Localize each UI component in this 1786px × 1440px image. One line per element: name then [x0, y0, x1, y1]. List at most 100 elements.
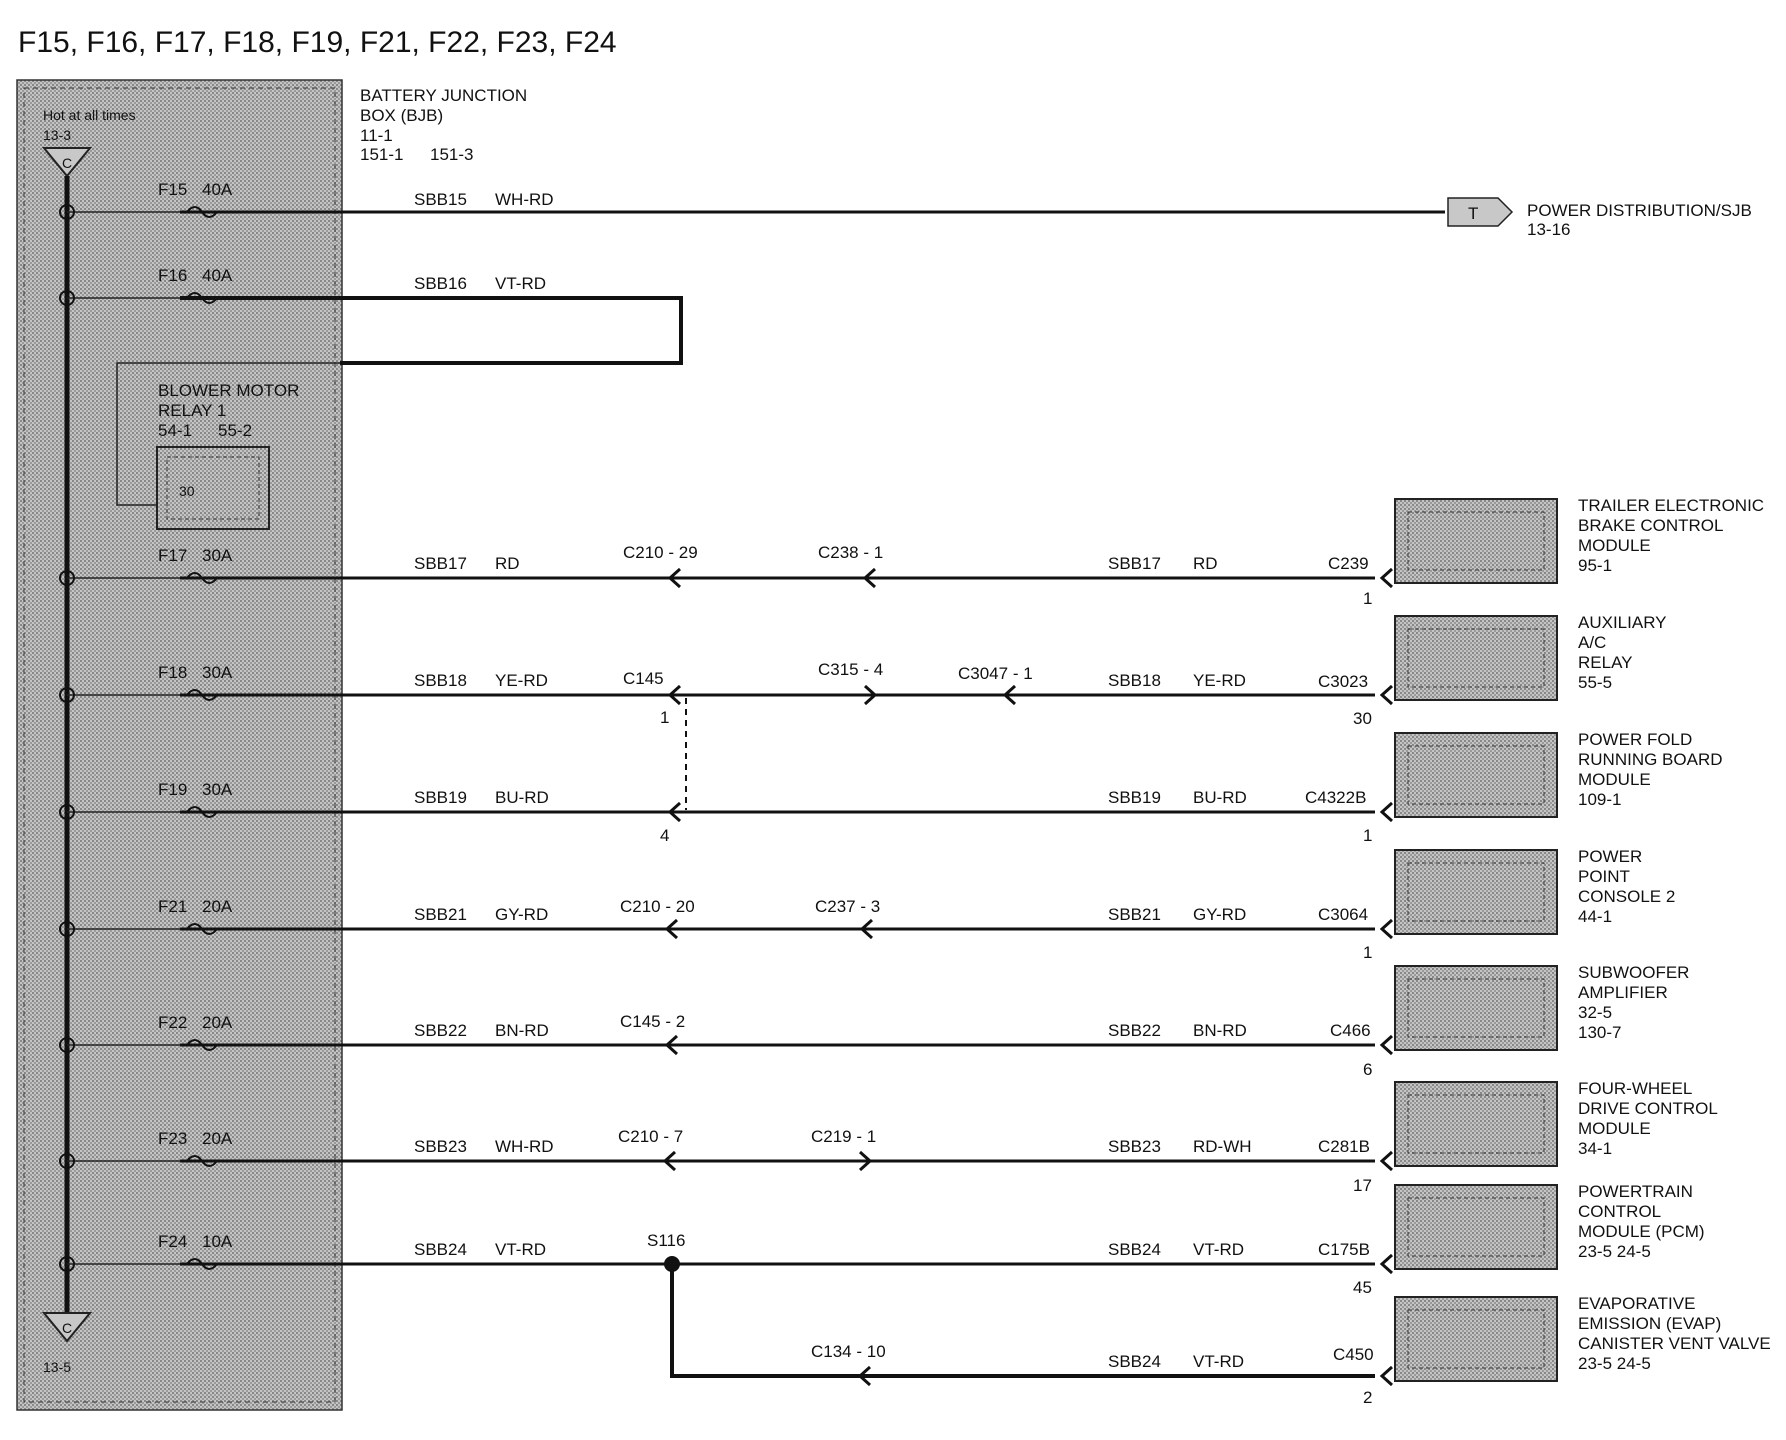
module-box-inner [1407, 978, 1545, 1038]
power-distribution-letter: T [1468, 204, 1478, 223]
bjb-label-line1: BATTERY JUNCTION [360, 86, 527, 105]
module-box-inner [1407, 1094, 1545, 1154]
bus-tap-icon [59, 570, 75, 586]
module-label-line: FOUR-WHEEL [1578, 1079, 1692, 1098]
connector-c3023-pin: 30 [1353, 709, 1372, 728]
wire-sbb19-color: BU-RD [495, 788, 549, 807]
module-label-line: RELAY [1578, 653, 1633, 672]
connector-c134-10: C134 - 10 [811, 1342, 886, 1361]
fuse-label-f23: F23 [158, 1129, 187, 1148]
wire-sbb21-color: GY-RD [495, 905, 548, 924]
module-label-line: TRAILER ELECTRONIC [1578, 496, 1764, 515]
fuse-label-f19: F19 [158, 780, 187, 799]
wire-sbb16-circuit: SBB16 [414, 274, 467, 293]
connector-c145-pin4: 4 [660, 826, 669, 845]
relay-housing-outline [116, 362, 340, 506]
top-connector-icon [41, 147, 93, 178]
module-box [1394, 1184, 1558, 1270]
connector-c3064-pin: 1 [1363, 943, 1372, 962]
bottom-connector-icon [41, 1312, 93, 1343]
wire-sbb24-branch-circuit: SBB24 [1108, 1352, 1161, 1371]
fuse-rating-f19: 30A [202, 780, 233, 799]
power-distribution-ref: 13-16 [1527, 220, 1570, 239]
module-connector-chevron [1379, 1253, 1394, 1275]
inline-connector-chevron [664, 918, 679, 940]
wire-sbb17-circuit: SBB17 [414, 554, 467, 573]
battery-junction-box [16, 79, 343, 1411]
fuse-rating-f21: 20A [202, 897, 233, 916]
module-box [1394, 498, 1558, 584]
connector-c281b: C281B [1318, 1137, 1370, 1156]
blower-motor-relay [156, 446, 270, 530]
module-label-line: 34-1 [1578, 1139, 1612, 1158]
fuse-label-f15: F15 [158, 180, 187, 199]
connector-c466-pin: 6 [1363, 1060, 1372, 1079]
relay-ref-a: 54-1 [158, 421, 192, 440]
bjb-inner-border [23, 87, 336, 1403]
wire-sbb18-color: YE-RD [495, 671, 548, 690]
module-box-inner [1407, 745, 1545, 805]
module-box [1394, 965, 1558, 1051]
connector-c450-pin: 2 [1363, 1388, 1372, 1407]
module-label-line: POWER [1578, 847, 1642, 866]
module-label-line: CANISTER VENT VALVE [1578, 1334, 1771, 1353]
connector-c237-3: C237 - 3 [815, 897, 880, 916]
module-label-line: MODULE (PCM) [1578, 1222, 1705, 1241]
wire-sbb22-circuit: SBB22 [414, 1021, 467, 1040]
module-label-line: EVAPORATIVE [1578, 1294, 1695, 1313]
module-label-line: CONTROL [1578, 1202, 1661, 1221]
bus-tap-icon [59, 1256, 75, 1272]
fuse-label-f24: F24 [158, 1232, 187, 1251]
module-label-line: POWER FOLD [1578, 730, 1692, 749]
connector-c3064: C3064 [1318, 905, 1368, 924]
module-label-line: AUXILIARY [1578, 613, 1667, 632]
bus-tap-icon [59, 1153, 75, 1169]
connector-c145-2: C145 - 2 [620, 1012, 685, 1031]
wire-sbb23-right-color: RD-WH [1193, 1137, 1252, 1156]
module-box-inner [1407, 862, 1545, 922]
module-box [1394, 615, 1558, 701]
inline-connector-chevron [858, 1150, 873, 1172]
inline-connector-chevron [857, 1365, 872, 1387]
connector-c3047-1: C3047 - 1 [958, 664, 1033, 683]
connector-c4322b-pin: 1 [1363, 826, 1372, 845]
fuse-label-f22: F22 [158, 1013, 187, 1032]
relay-ref-b: 55-2 [218, 421, 252, 440]
connector-c315-4: C315 - 4 [818, 660, 883, 679]
wire-sbb24-branch-color: VT-RD [1193, 1352, 1244, 1371]
bjb-ref-b: 151-3 [430, 145, 473, 164]
connector-c238-1: C238 - 1 [818, 543, 883, 562]
blower-motor-relay-inner [166, 456, 260, 520]
wire-sbb22-right-circuit: SBB22 [1108, 1021, 1161, 1040]
bus-tap-icon [59, 1037, 75, 1053]
module-label-line: 44-1 [1578, 907, 1612, 926]
power-distribution-label: POWER DISTRIBUTION/SJB [1527, 201, 1752, 220]
connector-c281b-pin: 17 [1353, 1176, 1372, 1195]
inline-connector-chevron [662, 1150, 677, 1172]
module-label-line: POINT [1578, 867, 1630, 886]
fuse-rating-f24: 10A [202, 1232, 233, 1251]
module-label-line: MODULE [1578, 1119, 1651, 1138]
connector-c210-29: C210 - 29 [623, 543, 698, 562]
connector-c210-7: C210 - 7 [618, 1127, 683, 1146]
connector-c145-pin1: 1 [660, 708, 669, 727]
module-connector-chevron [1379, 801, 1394, 823]
module-label-line: 23-5 24-5 [1578, 1242, 1651, 1261]
bottom-page-ref: 13-5 [43, 1359, 71, 1375]
inline-connector-chevron [667, 567, 682, 589]
wire-sbb15-circuit: SBB15 [414, 190, 467, 209]
power-distribution-connector-icon [1447, 197, 1514, 227]
module-box [1394, 732, 1558, 818]
inline-connector-chevron [859, 918, 874, 940]
hot-at-all-times-label: Hot at all times [43, 107, 136, 123]
relay-pin: 30 [179, 483, 195, 499]
module-box-inner [1407, 511, 1545, 571]
bus-tap-icon [59, 204, 75, 220]
bus-tap-icon [59, 804, 75, 820]
wire-sbb19-circuit: SBB19 [414, 788, 467, 807]
module-label-line: 32-5 [1578, 1003, 1612, 1022]
module-label-line: CONSOLE 2 [1578, 887, 1675, 906]
wire-sbb24-circuit: SBB24 [414, 1240, 467, 1259]
connector-c3023: C3023 [1318, 672, 1368, 691]
